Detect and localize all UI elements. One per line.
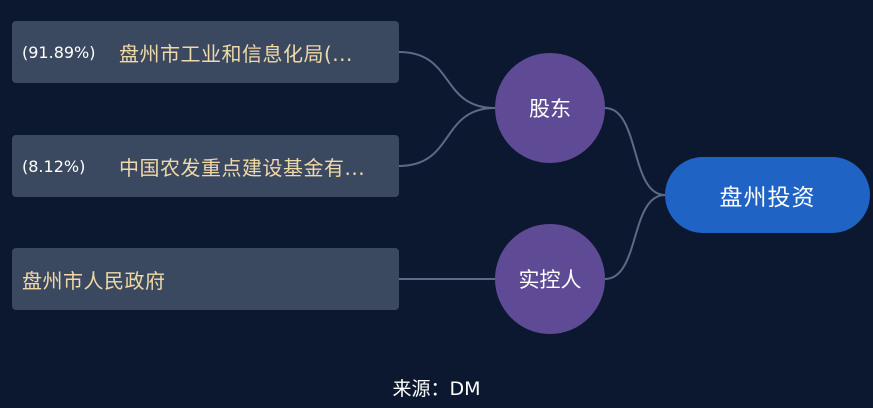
controller-card[interactable]: 盘州市人民政府: [12, 248, 399, 310]
shareholder-name: 盘州市工业和信息化局(...: [119, 41, 353, 66]
link-controller-root: [604, 194, 666, 280]
link-shareholders-root: [604, 107, 666, 196]
link-shareholder-2: [398, 107, 496, 167]
controller-node-label: 实控人: [518, 268, 582, 292]
controller-node[interactable]: 实控人: [495, 224, 605, 334]
shareholders-node[interactable]: 股东: [495, 53, 605, 163]
shareholder-card-1[interactable]: (91.89%) 盘州市工业和信息化局(...: [12, 21, 399, 83]
source-caption: 来源：DM: [392, 378, 481, 400]
controller-name: 盘州市人民政府: [22, 268, 166, 293]
shareholders-node-label: 股东: [529, 97, 571, 121]
link-shareholder-1: [398, 51, 496, 109]
shareholder-percent: (91.89%): [22, 42, 96, 62]
shareholder-card-2[interactable]: (8.12%) 中国农发重点建设基金有...: [12, 135, 399, 197]
root-company-node[interactable]: 盘州投资: [665, 157, 870, 233]
root-company-label: 盘州投资: [719, 185, 816, 211]
shareholder-percent: (8.12%): [22, 156, 86, 176]
shareholder-name: 中国农发重点建设基金有...: [119, 155, 366, 180]
